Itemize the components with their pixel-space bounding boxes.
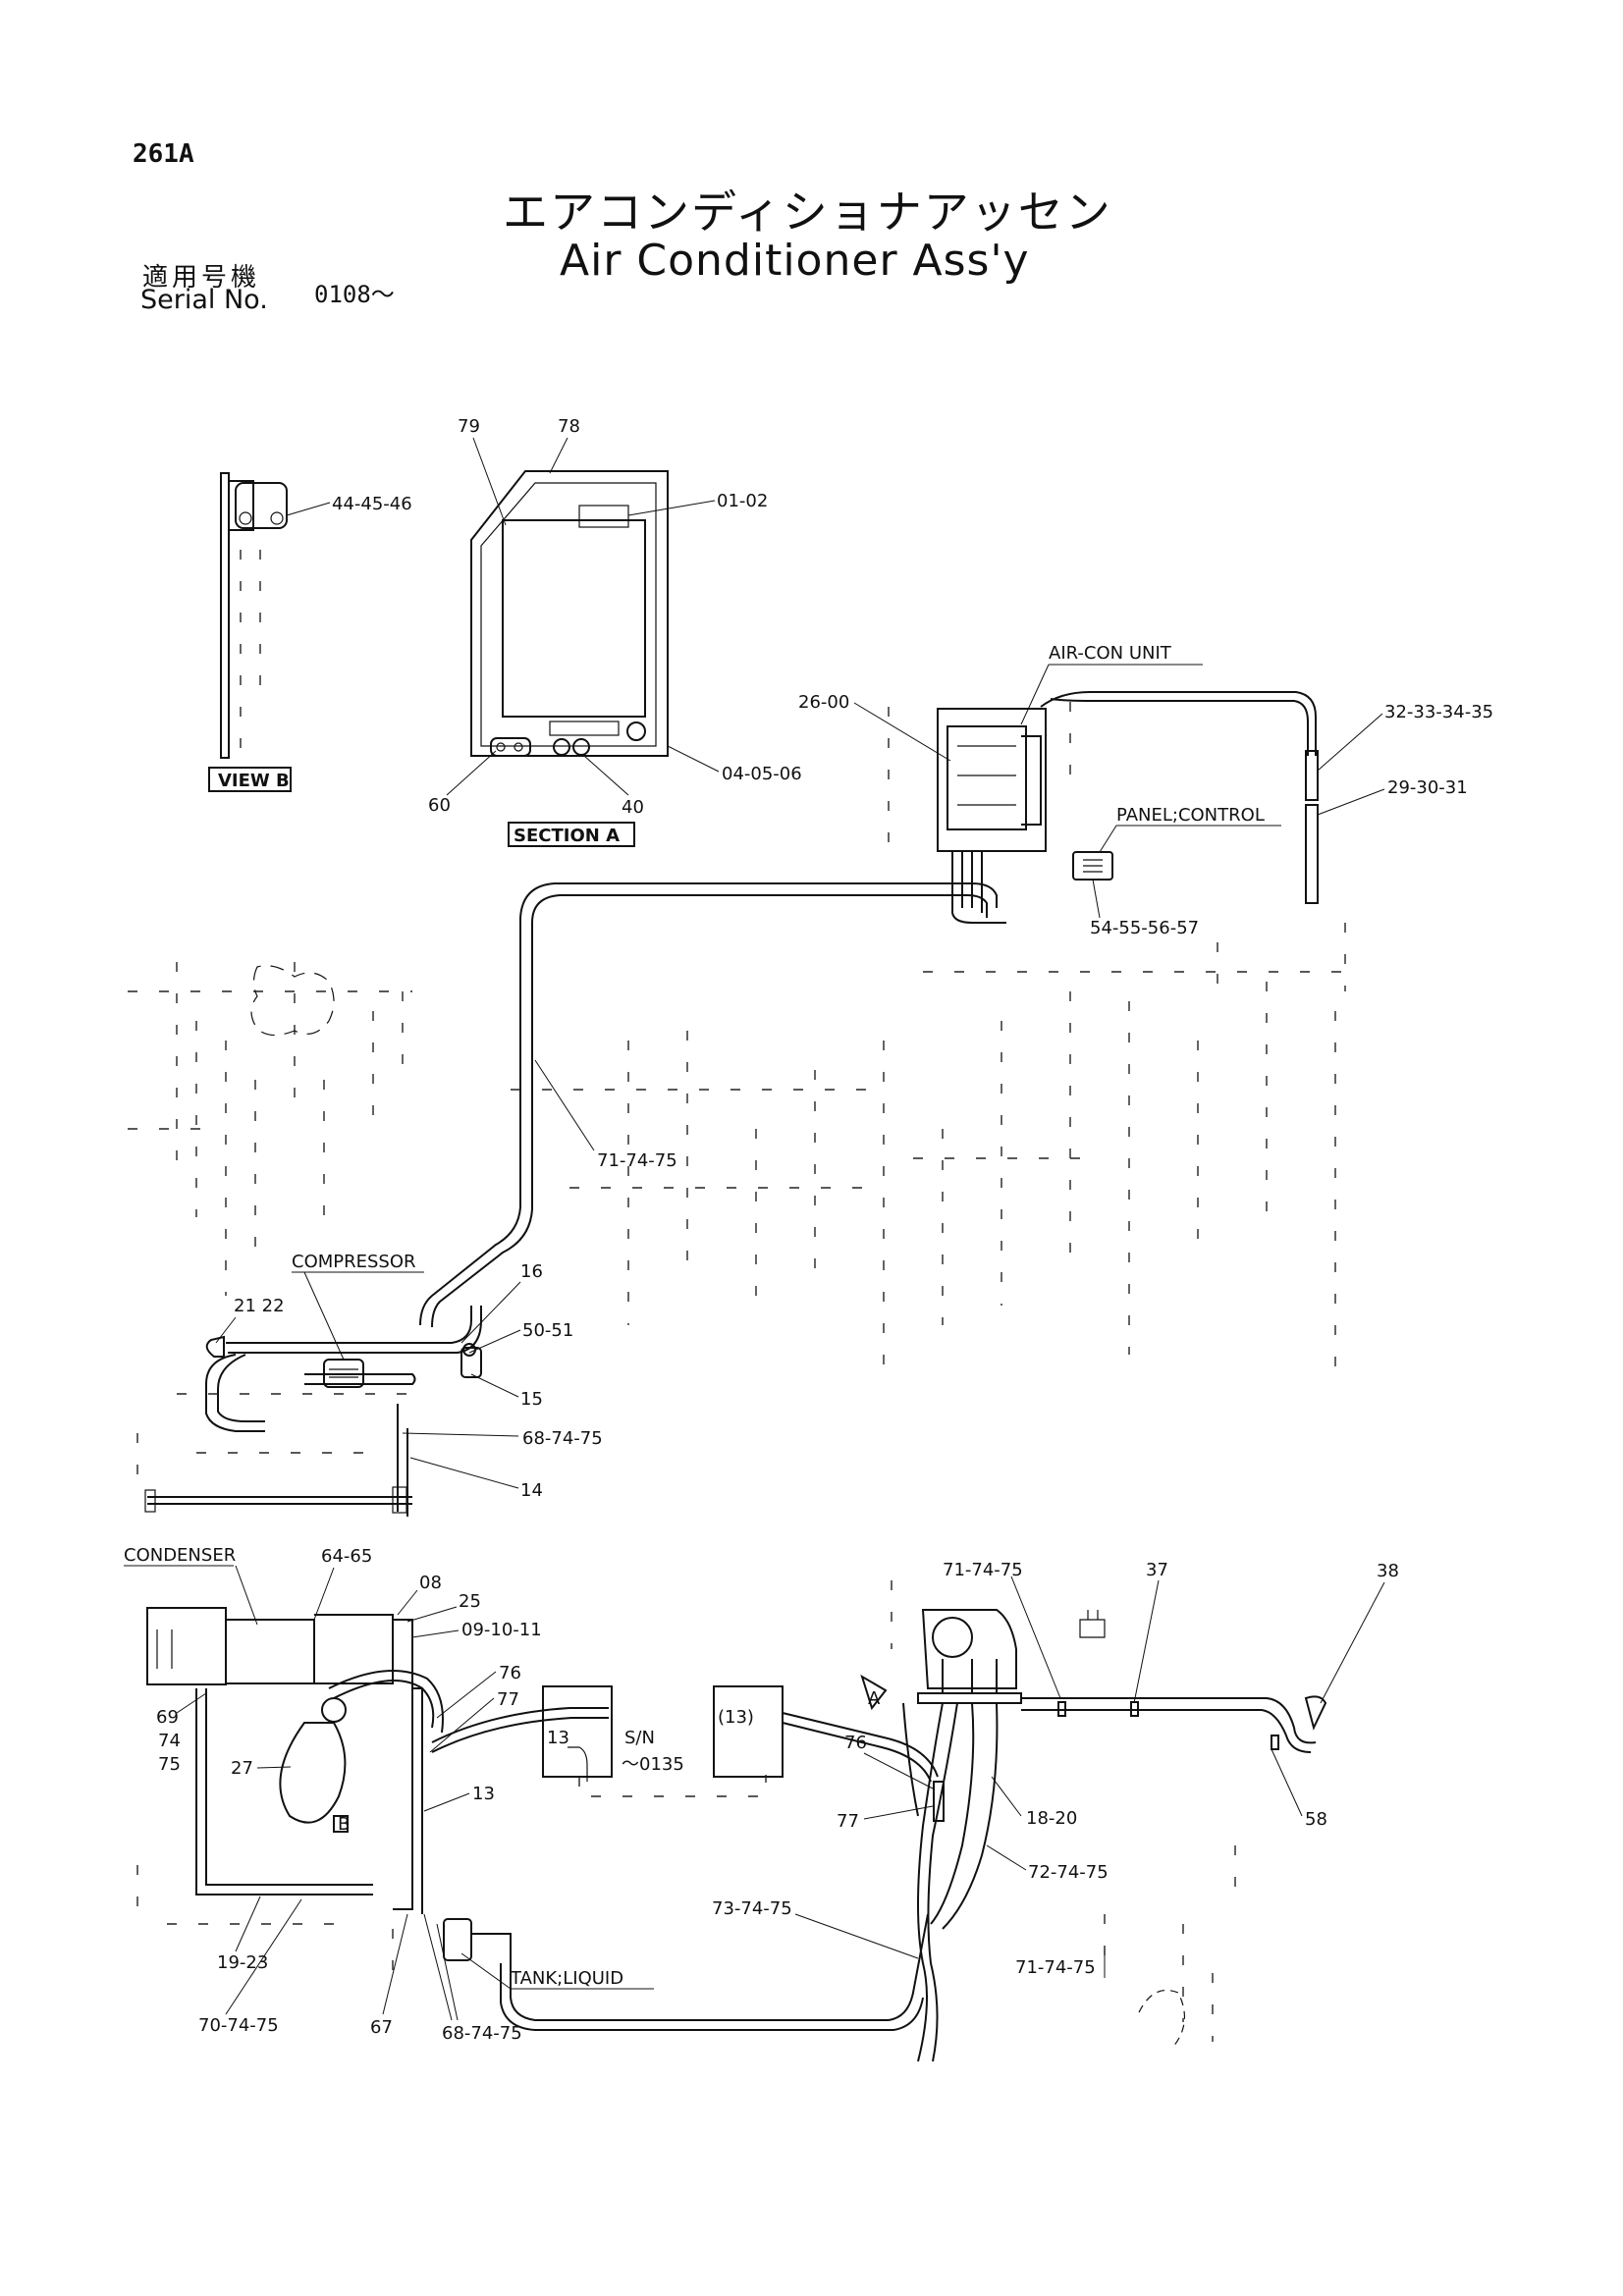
callout-27: 27 <box>231 1758 253 1779</box>
callout-01-02: 01-02 <box>717 491 768 511</box>
callout-50-51: 50-51 <box>522 1320 573 1341</box>
air-con-unit-detail: AIR-CON UNIT 26-00 32-33-34-35 29-30-31 … <box>798 643 1493 991</box>
callout-54-55-56-57: 54-55-56-57 <box>1090 918 1199 938</box>
lower-hose-area: 13 (13) S/N ～0135 TANK;LIQUID <box>431 1685 939 2031</box>
marker-a: A <box>868 1688 881 1709</box>
air-con-unit-label: AIR-CON UNIT <box>1049 643 1172 664</box>
callout-72-74-75: 72-74-75 <box>1028 1862 1109 1883</box>
callout-25: 25 <box>459 1591 481 1612</box>
serial-label-japanese: 適用号機 <box>142 263 261 293</box>
engine-area: 71-74-75 <box>128 882 1345 1374</box>
serial-value: 0108～ <box>314 281 395 308</box>
sn-value: ～0135 <box>622 1754 684 1775</box>
callout-14: 14 <box>520 1480 543 1501</box>
sn-label: S/N <box>624 1728 655 1748</box>
callout-68-74-75-lower: 68-74-75 <box>442 2023 522 2044</box>
condenser-label: CONDENSER <box>124 1545 236 1566</box>
callout-37: 37 <box>1146 1560 1168 1580</box>
sn-detail-box-left <box>542 1685 613 1778</box>
callout-74: 74 <box>158 1731 181 1751</box>
callout-71-74-75-mid: 71-74-75 <box>943 1560 1023 1580</box>
section-a-detail: SECTION A 79 78 01-02 60 40 04-05-06 <box>428 416 802 847</box>
condenser-area: CONDENSER 64-65 08 25 09-10-11 76 77 69 … <box>124 1545 542 2044</box>
view-b-box <box>208 767 292 792</box>
callout-32-33-34-35: 32-33-34-35 <box>1384 702 1493 722</box>
callout-13-box: 13 <box>547 1728 569 1748</box>
callout-08: 08 <box>419 1573 442 1593</box>
title-english: Air Conditioner Ass'y <box>560 236 1030 286</box>
callout-71-74-75-upper: 71-74-75 <box>597 1150 677 1171</box>
compressor-label: COMPRESSOR <box>292 1252 416 1272</box>
callout-67: 67 <box>370 2017 393 2038</box>
callout-13-paren: (13) <box>718 1707 754 1728</box>
view-b-label: VIEW B <box>218 771 290 791</box>
callout-29-30-31: 29-30-31 <box>1387 777 1468 798</box>
callout-09-10-11: 09-10-11 <box>461 1620 542 1640</box>
callout-77-left: 77 <box>497 1689 519 1710</box>
callout-70-74-75: 70-74-75 <box>198 2015 279 2036</box>
section-a-label: SECTION A <box>514 826 620 846</box>
callout-15: 15 <box>520 1389 543 1410</box>
callout-60: 60 <box>428 795 451 816</box>
callout-16: 16 <box>520 1261 543 1282</box>
callout-71-74-75-lower: 71-74-75 <box>1015 1957 1096 1978</box>
callout-69: 69 <box>156 1707 179 1728</box>
callout-76-left: 76 <box>499 1663 521 1683</box>
callout-44-45-46: 44-45-46 <box>332 494 412 514</box>
compressor-area: COMPRESSOR 21 22 16 50-51 15 68-74-75 14 <box>136 1252 603 1517</box>
panel-control-label: PANEL;CONTROL <box>1116 805 1265 826</box>
callout-04-05-06: 04-05-06 <box>722 764 802 784</box>
callout-73-74-75: 73-74-75 <box>712 1898 792 1919</box>
callout-18-20: 18-20 <box>1026 1808 1077 1829</box>
callout-78: 78 <box>558 416 580 437</box>
callout-76-right: 76 <box>844 1733 867 1753</box>
callout-77-right: 77 <box>837 1811 859 1832</box>
callout-58: 58 <box>1305 1809 1327 1830</box>
tank-liquid-label: TANK;LIQUID <box>510 1968 623 1989</box>
serial-label-english: Serial No. <box>140 285 268 315</box>
view-b-detail: VIEW B 44-45-46 <box>208 472 412 792</box>
callout-68-74-75-upper: 68-74-75 <box>522 1428 603 1449</box>
callout-75: 75 <box>158 1754 181 1775</box>
title-japanese: エアコンディショナアッセン <box>503 186 1112 239</box>
page-number: 261A <box>133 139 194 169</box>
callout-40: 40 <box>622 797 644 818</box>
sn-detail-box-right <box>713 1685 784 1778</box>
callout-21-22: 21 22 <box>234 1296 285 1316</box>
callout-64-65: 64-65 <box>321 1546 372 1567</box>
callout-79: 79 <box>458 416 480 437</box>
callout-38: 38 <box>1377 1561 1399 1581</box>
callout-19-23: 19-23 <box>217 1952 268 1973</box>
callout-26-00: 26-00 <box>798 692 849 713</box>
marker-b: B <box>338 1814 350 1835</box>
callout-13-left: 13 <box>472 1784 495 1804</box>
section-a-box <box>508 822 635 847</box>
evaporator-area: A 71-74-75 37 38 76 77 18-20 72-74-75 58… <box>712 1560 1399 2062</box>
